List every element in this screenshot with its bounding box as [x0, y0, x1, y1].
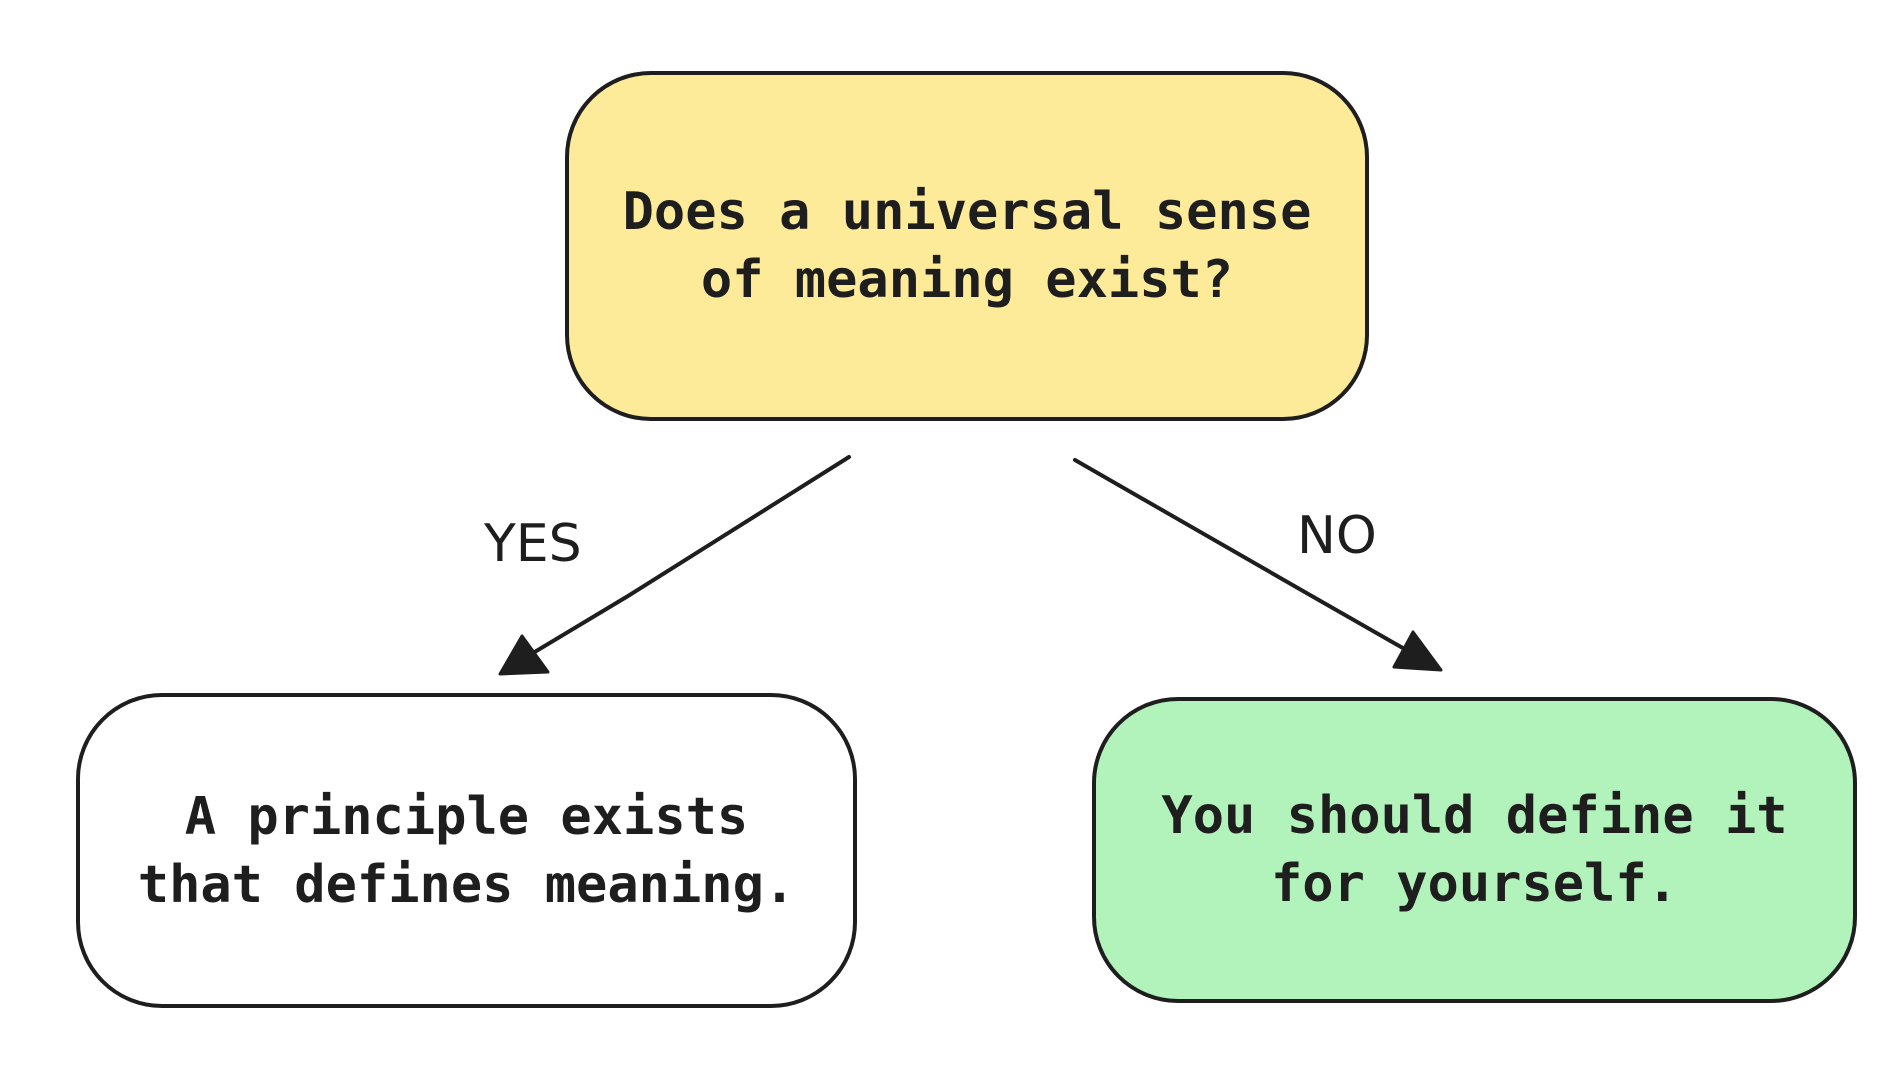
arrow-no-head	[1392, 630, 1443, 672]
question-text: Does a universal sense of meaning exist?	[622, 182, 1312, 310]
question-node: Does a universal sense of meaning exist?	[565, 71, 1369, 421]
arrow-no	[1073, 458, 1443, 672]
yes-result-node: A principle exists that defines meaning.	[76, 693, 857, 1008]
yes-edge-label: YES	[484, 514, 582, 574]
arrow-yes-line	[521, 455, 851, 661]
arrow-no-line	[1073, 458, 1417, 657]
no-edge-label: NO	[1297, 506, 1377, 566]
no-result-text: You should define it for yourself.	[1161, 786, 1788, 914]
arrow-yes-head	[498, 634, 550, 676]
arrow-yes	[498, 455, 851, 676]
yes-result-text: A principle exists that defines meaning.	[137, 786, 796, 915]
no-result-node: You should define it for yourself.	[1092, 697, 1857, 1003]
